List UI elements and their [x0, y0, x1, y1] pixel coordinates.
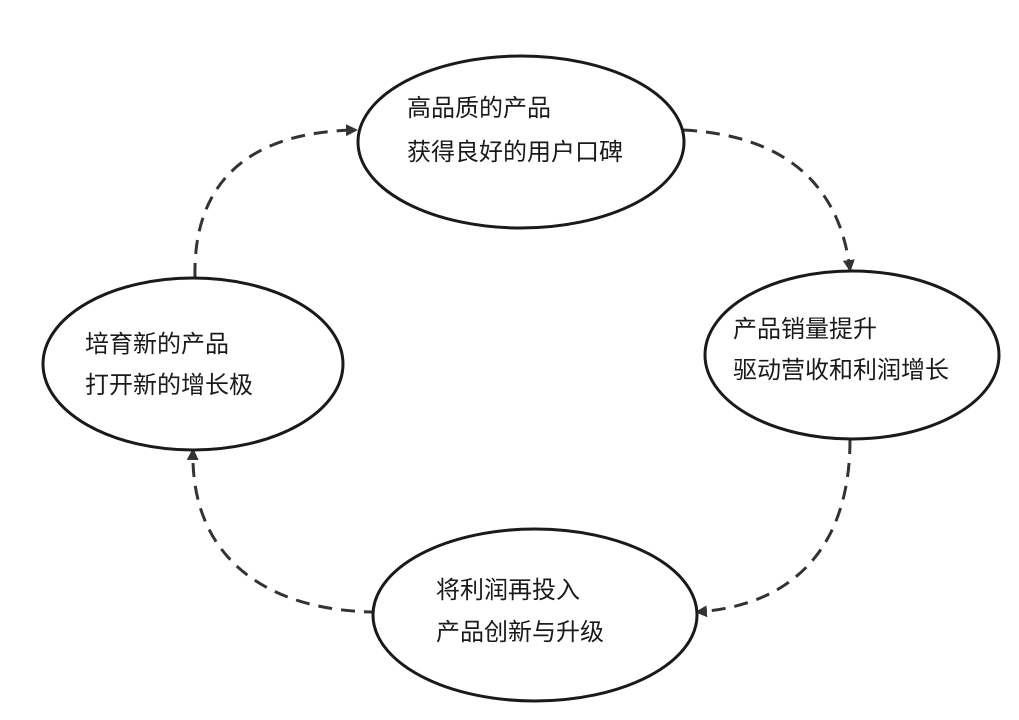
edge-sales-to-reinvest [695, 439, 852, 618]
node-growth-line-1: 培育新的产品 [85, 330, 229, 358]
node-sales-line-2: 驱动营收和利润增长 [733, 356, 949, 384]
edge-reinvest-to-growth [186, 448, 379, 614]
edge-growth-to-quality [193, 124, 358, 278]
node-quality-line-1: 高品质的产品 [407, 94, 551, 122]
node-quality: 高品质的产品 获得良好的用户口碑 [356, 54, 686, 230]
node-sales: 产品销量提升 驱动营收和利润增长 [703, 269, 1001, 441]
edge-quality-to-sales [682, 128, 855, 272]
node-growth-line-2: 打开新的增长极 [85, 371, 253, 399]
node-growth: 培育新的产品 打开新的增长极 [41, 276, 345, 452]
node-reinvest-line-1: 将利润再投入 [436, 576, 580, 604]
node-quality-line-2: 获得良好的用户口碑 [407, 138, 623, 166]
node-sales-line-1: 产品销量提升 [733, 315, 877, 343]
node-reinvest-line-2: 产品创新与升级 [436, 618, 604, 646]
node-reinvest: 将利润再投入 产品创新与升级 [371, 527, 699, 703]
